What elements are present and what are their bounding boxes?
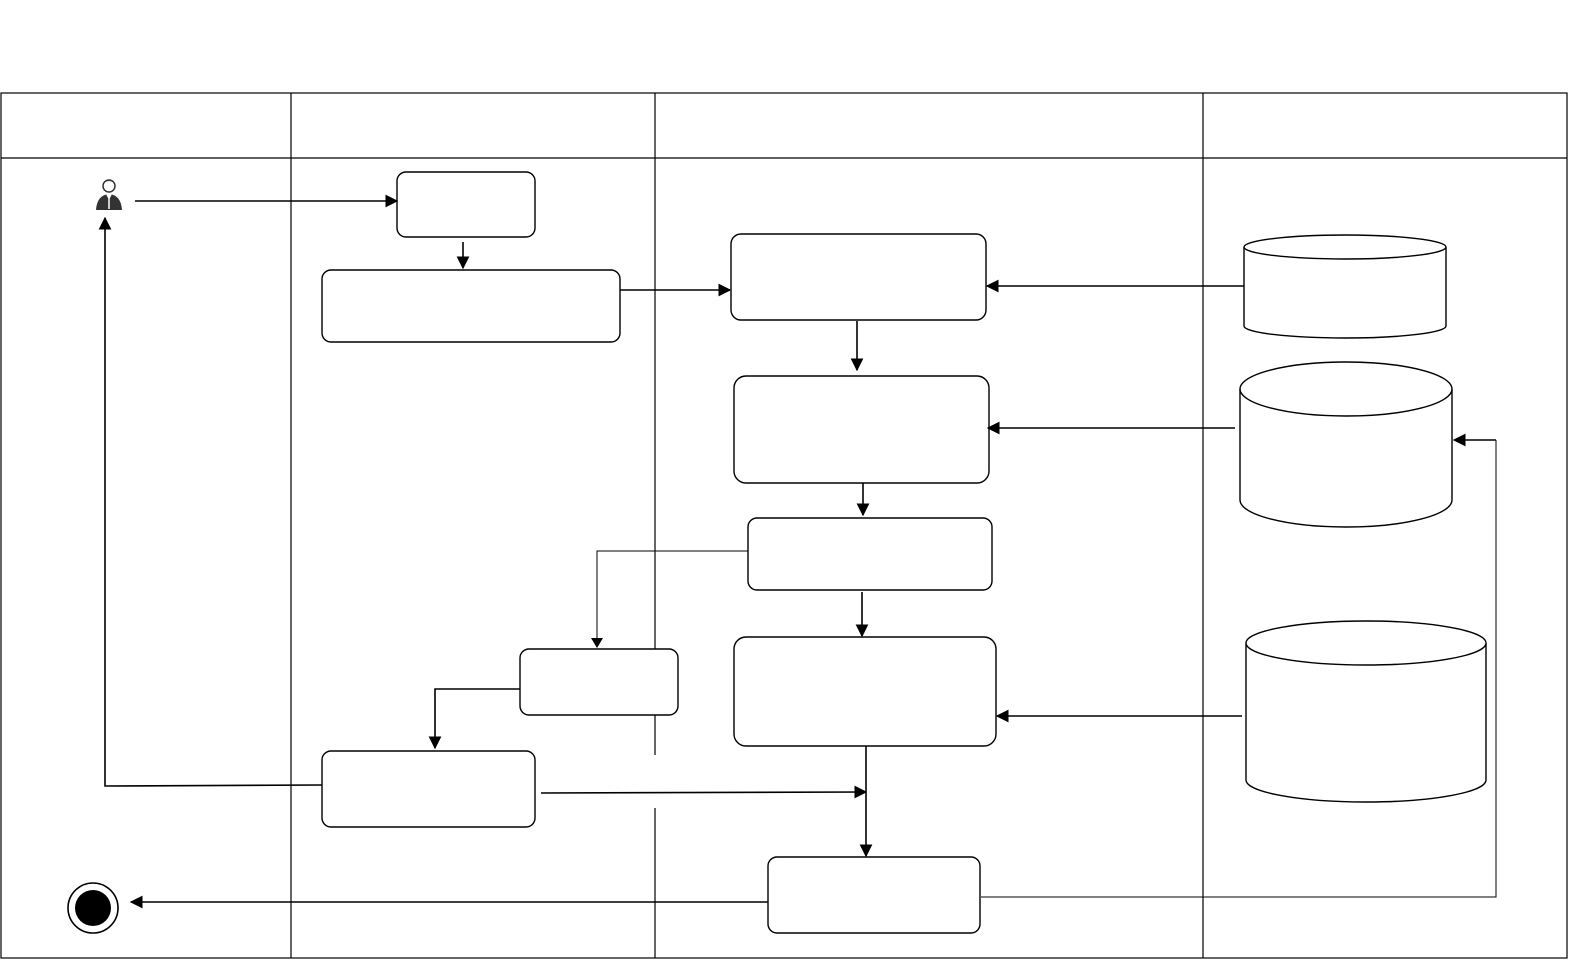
connector-n9-to-loop xyxy=(981,440,1497,898)
connector-n5-to-n6 xyxy=(596,550,748,646)
activity-node-6[interactable] xyxy=(519,648,679,716)
activity-node-8[interactable] xyxy=(321,750,536,828)
final-node xyxy=(67,882,119,934)
database-1[interactable] xyxy=(1243,234,1447,339)
swimlane-frame xyxy=(0,92,1568,959)
activity-node-9[interactable] xyxy=(767,856,981,934)
connector-n5-to-n6-arrowhead xyxy=(591,638,603,648)
connector-n8-to-actor xyxy=(98,216,323,787)
activity-node-5[interactable] xyxy=(747,517,993,591)
activity-node-7[interactable] xyxy=(733,636,997,747)
database-3[interactable] xyxy=(1245,620,1487,803)
activity-node-1[interactable] xyxy=(396,171,536,238)
connector-n8-to-merge xyxy=(540,785,868,799)
activity-node-2[interactable] xyxy=(321,269,621,343)
connector-n6-to-n8 xyxy=(428,688,520,750)
user-icon[interactable] xyxy=(96,179,122,210)
lanes-border xyxy=(0,92,1568,959)
database-2[interactable] xyxy=(1239,361,1453,528)
activity-node-3[interactable] xyxy=(730,233,987,321)
activity-node-4[interactable] xyxy=(733,375,990,484)
